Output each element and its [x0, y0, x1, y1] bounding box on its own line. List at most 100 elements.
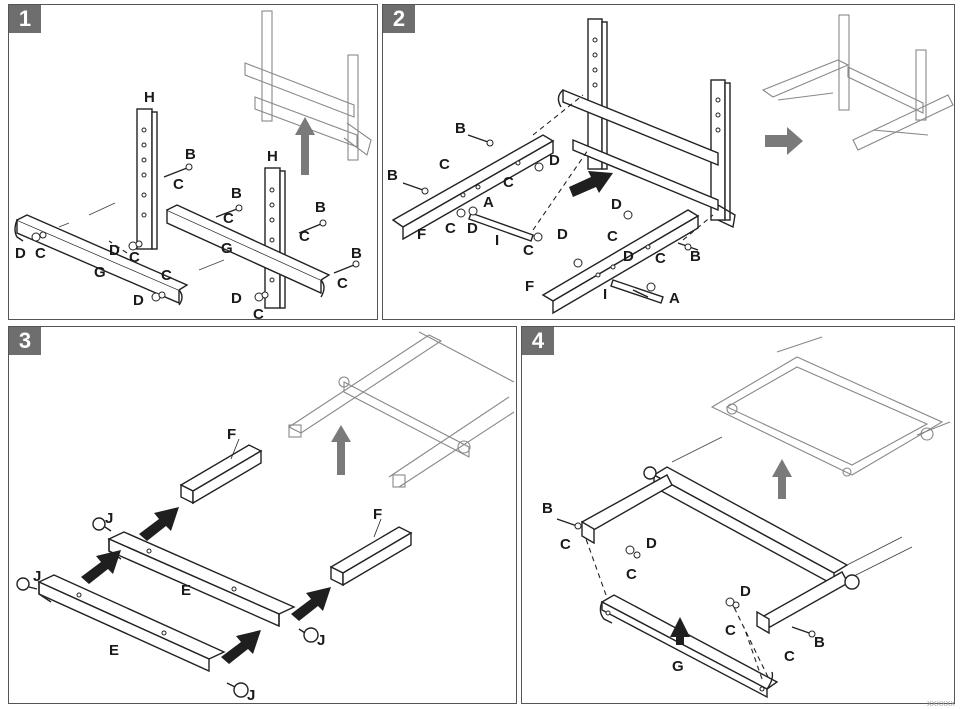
label-b: B — [231, 185, 242, 202]
tube-f-2 — [329, 526, 413, 587]
label-i: I — [603, 286, 607, 303]
up-arrow-3 — [331, 425, 351, 475]
label-j: J — [317, 632, 325, 649]
footer-code: XXXXXX — [926, 701, 955, 708]
step-4-panel: 4 — [521, 326, 955, 704]
step-number-3: 3 — [9, 327, 41, 355]
push-arrow-3a — [139, 507, 179, 541]
label-d: D — [611, 196, 622, 213]
preview-assembly-4 — [710, 336, 951, 477]
push-arrow-3c — [291, 587, 331, 621]
label-a: A — [669, 290, 680, 307]
label-c: C — [253, 306, 264, 320]
push-arrow-3d — [221, 630, 261, 664]
label-b: B — [814, 634, 825, 651]
label-c: C — [35, 245, 46, 262]
label-e: E — [109, 642, 119, 659]
label-d: D — [109, 242, 120, 259]
end-piece-e-lower — [37, 574, 226, 673]
push-arrow-2 — [569, 171, 613, 197]
label-c: C — [607, 228, 618, 245]
label-c: C — [784, 648, 795, 665]
upright-left-2 — [587, 18, 608, 170]
label-d: D — [740, 583, 751, 600]
label-c: C — [299, 228, 310, 245]
bolts-step2 — [402, 134, 699, 298]
label-d: D — [231, 290, 242, 307]
label-d: D — [549, 152, 560, 169]
label-h: H — [267, 148, 278, 165]
rail-f-upper — [391, 134, 555, 241]
base-g-4 — [599, 594, 779, 699]
label-g: G — [221, 240, 233, 257]
label-d: D — [557, 226, 568, 243]
label-c: C — [503, 174, 514, 191]
rail-f-lower — [541, 209, 700, 315]
end-piece-e-upper — [107, 531, 296, 628]
label-c: C — [161, 267, 172, 284]
step-number-4: 4 — [522, 327, 554, 355]
step-2-panel: 2 — [382, 4, 955, 320]
up-arrow-black-4 — [670, 617, 690, 645]
label-b: B — [455, 120, 466, 137]
label-f: F — [525, 278, 534, 295]
step-1-illustration: H H B B B B C C C C C C C C D D D D G G — [14, 10, 372, 320]
label-c: C — [445, 220, 456, 237]
step-4-illustration: B B C C C C D D G — [542, 336, 951, 699]
up-arrow-1 — [295, 117, 315, 175]
label-g: G — [672, 658, 684, 675]
label-i: I — [495, 232, 499, 249]
tube-f-1 — [179, 444, 263, 505]
frame-4 — [580, 436, 913, 635]
step-number-1: 1 — [9, 5, 41, 33]
bolts-step1 — [31, 163, 360, 302]
label-b: B — [315, 199, 326, 216]
label-j: J — [105, 510, 113, 527]
label-j: J — [247, 687, 255, 704]
label-d: D — [623, 248, 634, 265]
label-f: F — [417, 226, 426, 243]
base-g-right — [166, 204, 331, 298]
label-j: J — [33, 568, 41, 585]
upright-h-right — [264, 167, 286, 309]
step-3-illustration: F F J J J J E E — [16, 331, 515, 704]
label-b: B — [351, 245, 362, 262]
step-1-panel: 1 — [8, 4, 378, 320]
label-a: A — [483, 194, 494, 211]
label-c: C — [626, 566, 637, 583]
brace-i-upper — [468, 212, 534, 242]
knobs-j — [16, 517, 319, 698]
upright-h-left — [136, 108, 158, 250]
label-b: B — [542, 500, 553, 517]
label-b: B — [387, 167, 398, 184]
label-d: D — [15, 245, 26, 262]
step-number-2: 2 — [383, 5, 415, 33]
label-c: C — [439, 156, 450, 173]
label-e: E — [181, 582, 191, 599]
label-c: C — [560, 536, 571, 553]
label-d: D — [646, 535, 657, 552]
label-c: C — [337, 275, 348, 292]
label-c: C — [523, 242, 534, 259]
step-3-panel: 3 — [8, 326, 517, 704]
bolts-step4 — [556, 518, 816, 638]
preview-assembly-3 — [287, 331, 515, 488]
preview-assembly-2 — [761, 14, 954, 151]
label-c: C — [655, 250, 666, 267]
label-g: G — [94, 264, 106, 281]
label-c: C — [725, 622, 736, 639]
label-c: C — [173, 176, 184, 193]
label-b: B — [690, 248, 701, 265]
label-b: B — [185, 146, 196, 163]
preview-assembly-1 — [244, 10, 372, 161]
push-arrow-3b — [81, 550, 121, 584]
right-arrow-2 — [765, 127, 803, 155]
label-c: C — [223, 210, 234, 227]
step-2-illustration: B B B C C C C C C D D D D D A A F F I I — [387, 14, 954, 315]
label-h: H — [144, 89, 155, 106]
base-g-left — [14, 214, 189, 306]
label-f: F — [373, 506, 382, 523]
label-d: D — [467, 220, 478, 237]
upright-right-2 — [710, 79, 731, 221]
label-c: C — [129, 249, 140, 266]
